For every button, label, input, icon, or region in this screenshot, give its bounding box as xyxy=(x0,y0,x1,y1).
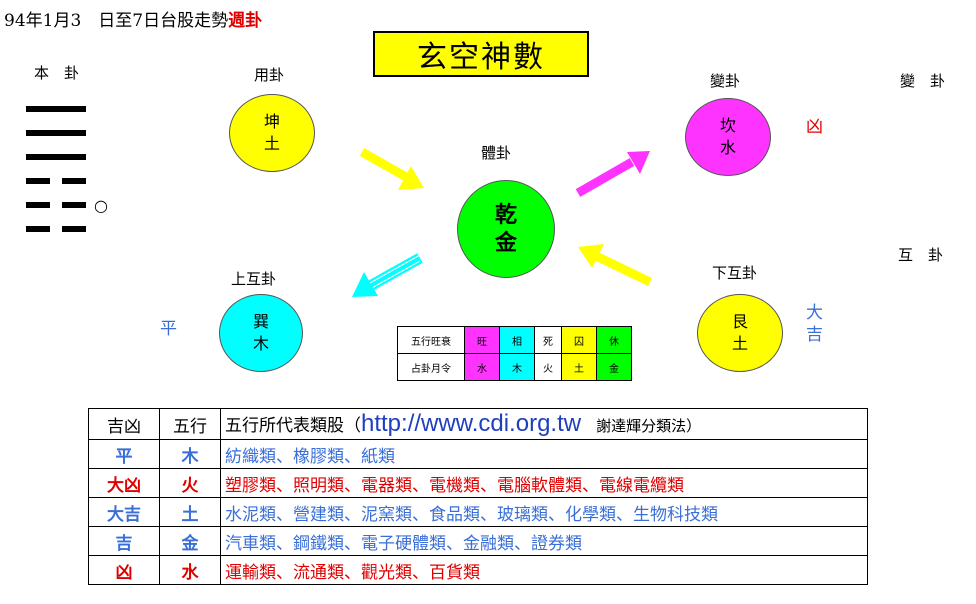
hexagram-line-yang xyxy=(26,106,86,112)
element-cell: 火 xyxy=(159,468,221,498)
table-header-row: 吉凶 五行 五行所代表類股（http://www.cdi.org.tw 謝達輝分… xyxy=(88,408,868,440)
header-fortune: 吉凶 xyxy=(88,408,160,440)
element-cell: 木 xyxy=(159,439,221,469)
wuxing-cell: 木 xyxy=(499,353,535,381)
wuxing-cell: 金 xyxy=(596,353,632,381)
arrow-kun-to-qian xyxy=(359,148,424,190)
table-row: 大吉 土 水泥類、營建類、泥窯類、食品類、玻璃類、化學類、生物科技類 xyxy=(88,497,868,527)
hexagram-line-yin-right xyxy=(62,178,86,184)
diagram-title: 玄空神數 xyxy=(373,31,589,77)
wuxing-row-header: 占卦月令 xyxy=(397,353,465,381)
wuxing-cell: 水 xyxy=(464,353,500,381)
wuxing-row-month: 占卦月令 水 木 火 土 金 xyxy=(397,353,632,381)
ben-gua-label: 本 卦 xyxy=(34,64,80,82)
header-sectors: 五行所代表類股（http://www.cdi.org.tw 謝達輝分類法） xyxy=(220,408,868,440)
element-cell: 金 xyxy=(159,526,221,556)
hexagram-line-yin-left xyxy=(26,202,50,208)
hexagram-line-yin-left xyxy=(26,226,50,232)
fortune-cell: 凶 xyxy=(88,555,160,585)
node-qian-element: 金 xyxy=(494,230,517,256)
node-xun-trigram: 巽 xyxy=(252,312,269,331)
sectors-cell: 塑膠類、照明類、電器類、電機類、電腦軟體類、電線電纜類 xyxy=(220,468,868,498)
yong-gua-label: 用卦 xyxy=(254,66,285,84)
wuxing-cell: 火 xyxy=(534,353,562,381)
moving-line-marker: ○ xyxy=(94,196,108,215)
arrow-gen-to-qian xyxy=(578,244,652,287)
node-gen-element: 土 xyxy=(731,334,748,353)
node-qian: 乾 金 xyxy=(457,180,555,278)
hexagram-line-yin-left xyxy=(26,178,50,184)
header-date-line: 94年1月3 日至7日台股走勢週卦 xyxy=(4,6,262,31)
header-sectors-prefix: 五行所代表類股（ xyxy=(225,416,361,436)
arrow-qian-to-xun xyxy=(352,253,423,297)
wuxing-row-header: 五行旺衰 xyxy=(397,326,465,354)
node-kun-element: 土 xyxy=(263,134,280,153)
status-gen-line1: 大 xyxy=(806,303,823,323)
header-element: 五行 xyxy=(159,408,221,440)
xia-hu-gua-label: 下互卦 xyxy=(712,264,758,282)
node-gen-trigram: 艮 xyxy=(731,312,748,331)
hexagram-line-yang xyxy=(26,130,86,136)
hexagram-line-yin-right xyxy=(62,226,86,232)
wuxing-cell: 死 xyxy=(534,326,562,354)
table-row: 大凶 火 塑膠類、照明類、電器類、電機類、電腦軟體類、電線電纜類 xyxy=(88,468,868,498)
header-sectors-suffix: 謝達輝分類法） xyxy=(581,417,702,435)
wuxing-cell: 相 xyxy=(499,326,535,354)
hexagram-line-yin-right xyxy=(62,202,86,208)
node-kan-element: 水 xyxy=(719,138,736,157)
ti-gua-label: 體卦 xyxy=(481,144,512,162)
shang-hu-gua-label: 上互卦 xyxy=(231,270,277,288)
node-kan-trigram: 坎 xyxy=(719,116,736,135)
hu-gua-right-label: 互 卦 xyxy=(898,246,944,264)
wuxing-cell: 土 xyxy=(561,353,597,381)
wuxing-cell: 旺 xyxy=(464,326,500,354)
fortune-cell: 平 xyxy=(88,439,160,469)
hexagram-line-yang xyxy=(26,154,86,160)
table-row: 吉 金 汽車類、鋼鐵類、電子硬體類、金融類、證券類 xyxy=(88,526,868,556)
sectors-cell: 水泥類、營建類、泥窯類、食品類、玻璃類、化學類、生物科技類 xyxy=(220,497,868,527)
status-gen: 大 吉 xyxy=(806,302,823,346)
node-kun-trigram: 坤 xyxy=(263,112,280,131)
node-xun-element: 木 xyxy=(252,334,269,353)
sector-classification-table: 吉凶 五行 五行所代表類股（http://www.cdi.org.tw 謝達輝分… xyxy=(88,408,868,585)
element-cell: 土 xyxy=(159,497,221,527)
status-xun: 平 xyxy=(160,319,177,339)
table-row: 凶 水 運輸類、流通類、觀光類、百貨類 xyxy=(88,555,868,585)
node-kun: 坤 土 xyxy=(229,94,315,172)
bian-gua-label: 變卦 xyxy=(710,72,741,90)
header-accent: 週卦 xyxy=(228,11,263,31)
node-gen: 艮 土 xyxy=(697,294,783,372)
status-gen-line2: 吉 xyxy=(806,325,823,345)
fortune-cell: 大凶 xyxy=(88,468,160,498)
node-xun: 巽 木 xyxy=(219,294,303,372)
sectors-cell: 紡織類、橡膠類、紙類 xyxy=(220,439,868,469)
table-row: 平 木 紡織類、橡膠類、紙類 xyxy=(88,439,868,469)
fortune-cell: 大吉 xyxy=(88,497,160,527)
element-cell: 水 xyxy=(159,555,221,585)
wuxing-row-strength: 五行旺衰 旺 相 死 囚 休 xyxy=(397,326,632,354)
wuxing-cell: 囚 xyxy=(561,326,597,354)
cdi-link[interactable]: http://www.cdi.org.tw xyxy=(361,410,582,437)
wuxing-cell: 休 xyxy=(596,326,632,354)
node-qian-trigram: 乾 xyxy=(494,202,517,228)
fortune-cell: 吉 xyxy=(88,526,160,556)
node-kan: 坎 水 xyxy=(685,98,771,176)
wuxing-table: 五行旺衰 旺 相 死 囚 休 占卦月令 水 木 火 土 金 xyxy=(397,326,632,381)
sectors-cell: 運輸類、流通類、觀光類、百貨類 xyxy=(220,555,868,585)
arrow-qian-to-kan xyxy=(575,151,650,197)
status-kan: 凶 xyxy=(806,117,823,137)
header-text: 94年1月3 日至7日台股走勢 xyxy=(4,11,229,31)
sectors-cell: 汽車類、鋼鐵類、電子硬體類、金融類、證券類 xyxy=(220,526,868,556)
bian-gua-right-label: 變 卦 xyxy=(900,72,946,90)
